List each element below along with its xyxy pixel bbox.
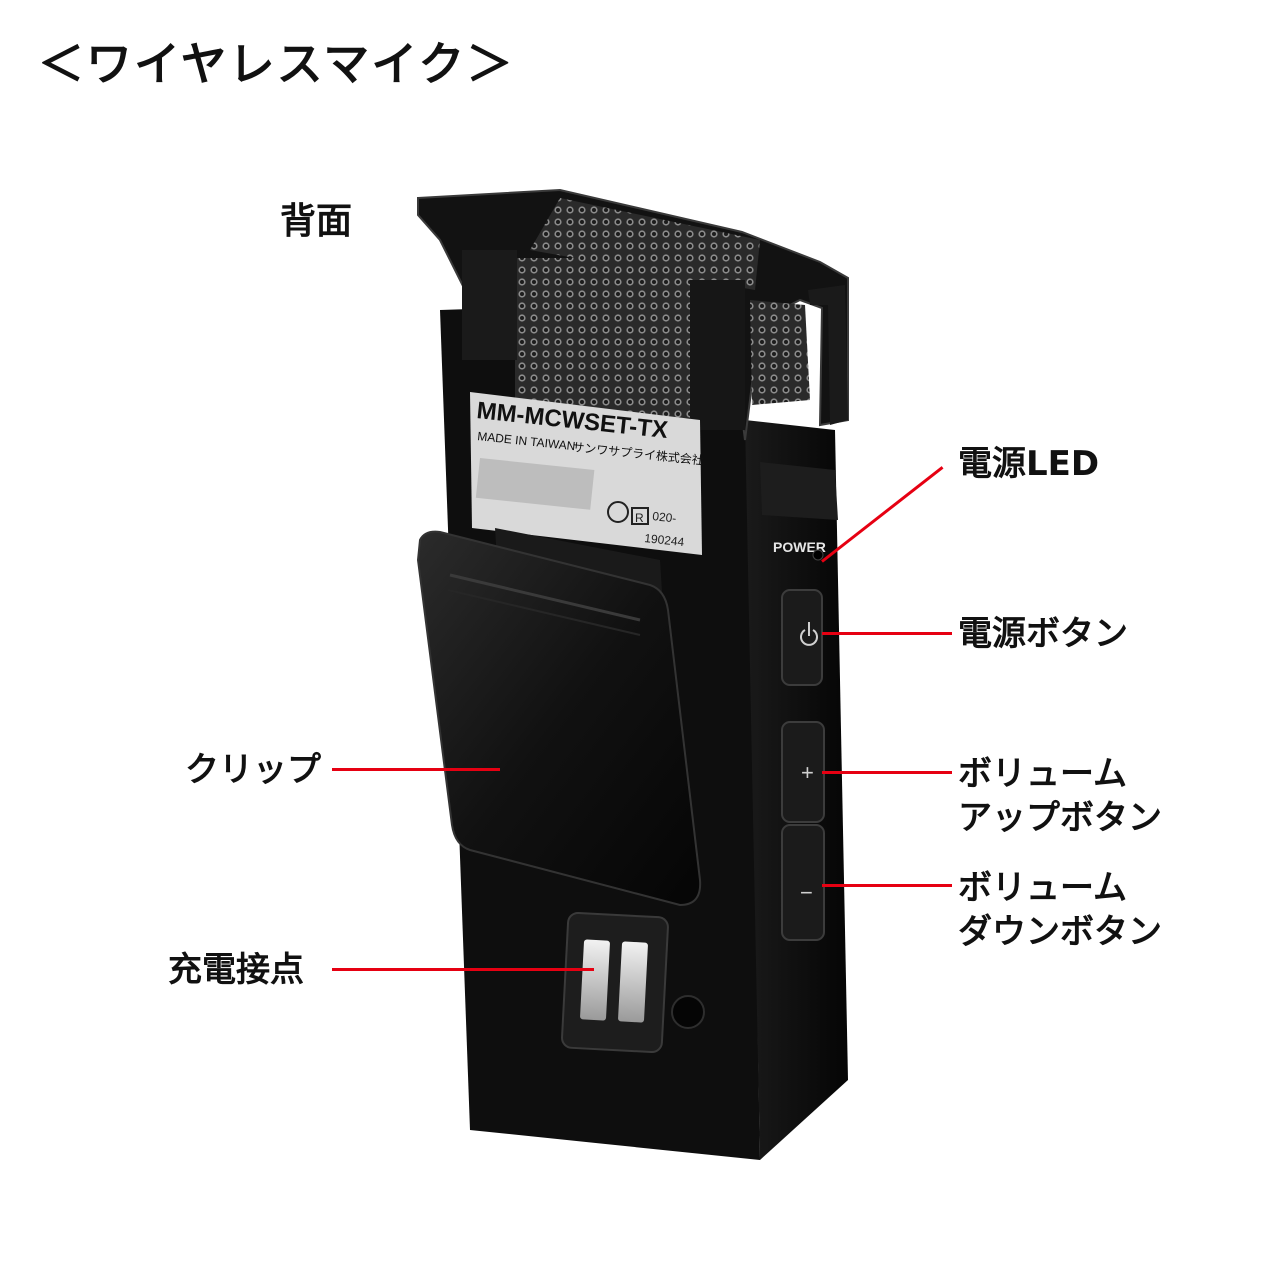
charging-contact-right xyxy=(618,941,648,1023)
plus-icon: + xyxy=(801,760,814,785)
callout-volume-up: ボリューム アップボタン xyxy=(958,752,1258,840)
power-icon xyxy=(800,622,818,646)
callout-volume-down-line1: ボリューム xyxy=(958,868,1127,908)
cert-mark-icon xyxy=(607,501,629,523)
leader-clip xyxy=(332,768,500,771)
screw-hole xyxy=(671,995,705,1029)
view-label: 背面 xyxy=(280,201,353,242)
callout-power-button: 電源ボタン xyxy=(958,614,1128,654)
charging-contacts-housing xyxy=(561,911,669,1054)
page-title: ＜ワイヤレスマイク＞ xyxy=(38,37,515,91)
power-led xyxy=(812,549,824,561)
mic-grill-side xyxy=(750,300,810,405)
charging-contact-left xyxy=(580,939,610,1021)
callout-clip: クリップ xyxy=(185,750,321,790)
callout-volume-up-line2: アップボタン xyxy=(958,798,1162,838)
leader-volume-down xyxy=(822,884,952,887)
barcode-blurred xyxy=(475,458,595,510)
cert-code-1: 020- xyxy=(652,509,677,525)
cert-code-2: 190244 xyxy=(644,531,686,549)
power-marking: POWER xyxy=(773,539,826,555)
callout-volume-down: ボリューム ダウンボタン xyxy=(958,866,1258,954)
cert-mark-r: R xyxy=(635,511,644,525)
leader-power-button xyxy=(822,632,952,635)
callout-power-led: 電源LED xyxy=(958,444,1100,484)
callout-volume-down-line2: ダウンボタン xyxy=(958,912,1162,952)
leader-volume-up xyxy=(822,771,952,774)
callout-volume-up-line1: ボリューム xyxy=(958,754,1127,794)
leader-charging-contacts xyxy=(332,968,594,971)
belt-clip xyxy=(416,530,702,907)
callout-charging-contacts: 充電接点 xyxy=(168,950,304,990)
volume-down-button xyxy=(781,824,825,941)
minus-icon: − xyxy=(800,880,813,905)
